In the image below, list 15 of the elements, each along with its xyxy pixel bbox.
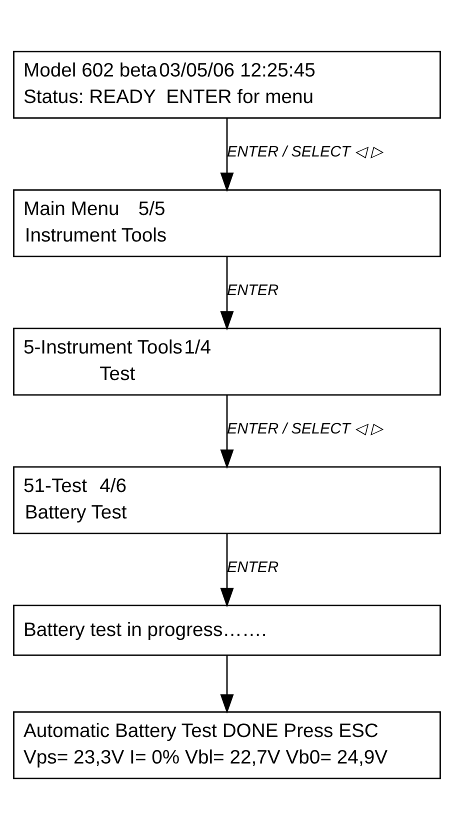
- edge-label: ENTER: [227, 558, 279, 576]
- edge-label: ENTER: [227, 281, 279, 298]
- node-box: Automatic Battery Test DONE Press ESC Vps= 23,3V I= 0% Vbl= 22,7V Vb0= 24,9V: [13, 710, 441, 779]
- edge-label: ENTER / SELECT ◁ ▷: [227, 420, 383, 437]
- node-box: Main Menu 5/5 Instrument Tools: [13, 188, 441, 257]
- arrow: [220, 654, 234, 714]
- node-box: 5-Instrument Tools1/4 Test: [13, 327, 441, 396]
- arrow: [220, 533, 234, 607]
- arrow: [220, 256, 234, 330]
- node-box: 51-Test 4/6 Battery Test: [13, 466, 441, 534]
- node-box: Battery test in progress…….: [13, 604, 441, 656]
- edge-label: ENTER / SELECT ◁ ▷: [227, 142, 383, 160]
- arrow: [220, 394, 234, 468]
- node-box: Model 602 beta03/05/06 12:25:45 Status: READY ENTER for menu: [13, 50, 441, 118]
- arrow: [220, 118, 234, 192]
